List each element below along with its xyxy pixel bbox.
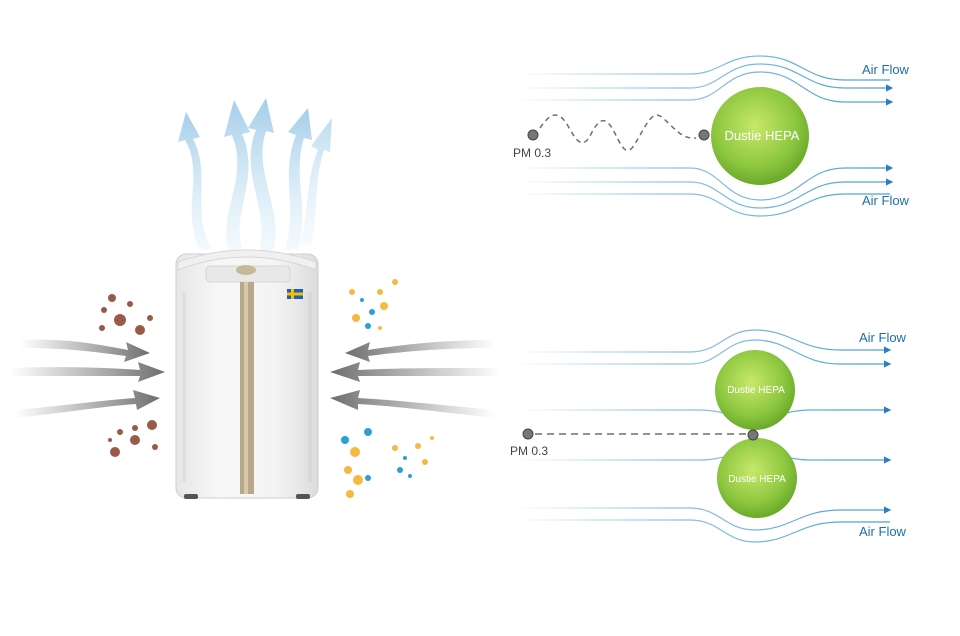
diagram-single-filter — [515, 55, 894, 217]
virus-icon — [108, 294, 116, 302]
airflow-line — [515, 329, 892, 354]
airflow-label-top: Air Flow — [859, 330, 907, 345]
dust-particle-icon — [392, 279, 398, 285]
dust-particle-icon — [415, 443, 421, 449]
virus-icon — [147, 420, 157, 430]
dust-particle-icon — [397, 467, 403, 473]
hepa-filter-label: Dustie HEPA — [725, 128, 800, 143]
virus-icon — [152, 444, 158, 450]
dust-particle-icon — [341, 436, 349, 444]
exhaust-arrow-icon — [248, 98, 276, 255]
intake-arrows-left — [10, 339, 165, 418]
airflow-line — [515, 164, 894, 201]
exhaust-arrow-icon — [285, 108, 312, 250]
dust-particle-icon — [350, 447, 360, 457]
airflow-line — [515, 193, 890, 217]
hepa-filter — [711, 87, 809, 185]
intake-arrow-icon — [10, 362, 165, 382]
virus-icon — [130, 435, 140, 445]
purifier-device — [175, 249, 319, 499]
dust-particle-icon — [378, 326, 382, 330]
intake-arrow-icon — [345, 340, 495, 362]
dust-particle-icon — [352, 314, 360, 322]
hepa-filter-label-bottom: Dustie HEPA — [728, 474, 786, 485]
airflow-line — [515, 519, 890, 543]
airflow-line — [515, 506, 892, 531]
dust-particle-icon — [365, 323, 371, 329]
dust-particle-icon — [365, 475, 371, 481]
particle-path-wavy — [539, 114, 697, 151]
hepa-filter — [717, 438, 797, 518]
pm-particle-captured — [698, 129, 710, 141]
virus-icon — [147, 315, 153, 321]
dust-particle-icon — [377, 289, 383, 295]
sweden-flag-icon — [287, 289, 303, 299]
exhaust-arrow-icon — [224, 100, 250, 255]
intake-arrow-icon — [330, 362, 500, 382]
hepa-filter — [715, 350, 795, 430]
pm-particle — [527, 129, 539, 141]
pm-label: PM 0.3 — [510, 444, 548, 458]
diagram-dual-filter — [515, 329, 892, 543]
dust-particle-icon — [360, 298, 364, 302]
dust-particle-icon — [353, 475, 363, 485]
virus-particles — [99, 294, 158, 457]
airflow-line — [515, 449, 892, 464]
airflow-line — [515, 55, 890, 81]
intake-arrow-icon — [20, 339, 150, 362]
hepa-filter-label-top: Dustie HEPA — [727, 385, 785, 396]
airflow-line — [515, 339, 892, 368]
virus-icon — [132, 425, 138, 431]
airflow-label-bottom: Air Flow — [862, 193, 910, 208]
dust-particle-icon — [392, 445, 398, 451]
virus-icon — [108, 438, 112, 442]
airflow-line — [515, 178, 894, 209]
virus-icon — [110, 447, 120, 457]
airflow-label-bottom: Air Flow — [859, 524, 907, 539]
airflow-line — [515, 406, 892, 421]
virus-icon — [101, 307, 107, 313]
virus-icon — [99, 325, 105, 331]
exhaust-arrow-icon — [178, 112, 212, 250]
dust-particle-icon — [380, 302, 388, 310]
airflow-label-top: Air Flow — [862, 62, 910, 77]
exhaust-arrow-icon — [300, 118, 332, 245]
dust-particle-icon — [430, 436, 434, 440]
exhaust-arrows — [178, 98, 332, 255]
virus-icon — [114, 314, 126, 326]
dust-particle-icon — [344, 466, 352, 474]
dust-particle-icon — [422, 459, 428, 465]
dust-particle-icon — [349, 289, 355, 295]
virus-icon — [117, 429, 123, 435]
dust-particles — [341, 279, 434, 498]
dust-particle-icon — [364, 428, 372, 436]
dust-particle-icon — [346, 490, 354, 498]
intake-arrow-icon — [330, 390, 495, 418]
virus-icon — [135, 325, 145, 335]
dust-particle-icon — [408, 474, 412, 478]
pm-particle-captured — [747, 429, 759, 441]
dust-particle-icon — [369, 309, 375, 315]
intake-arrow-icon — [15, 390, 160, 418]
pm-label: PM 0.3 — [513, 146, 551, 160]
virus-icon — [127, 301, 133, 307]
intake-arrows-right — [330, 340, 500, 418]
pm-particle — [522, 428, 534, 440]
dust-particle-icon — [403, 456, 407, 460]
airflow-line — [515, 71, 894, 106]
airflow-line — [515, 63, 894, 92]
